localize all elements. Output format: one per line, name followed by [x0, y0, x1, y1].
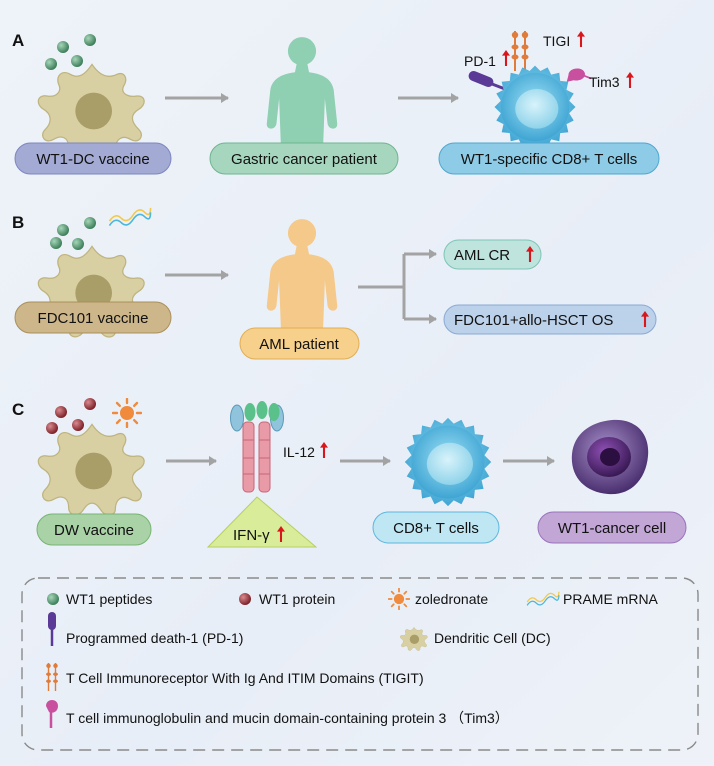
panel-c-dendritic-cell: [37, 423, 145, 516]
pd1-receptor-icon: [468, 71, 506, 91]
wt1-specific-cd8-pill: [438, 142, 660, 175]
legend-protein-icon: [239, 593, 251, 605]
panel-b-patient-figure: [266, 219, 338, 329]
legend-zoledronate-icon: [388, 588, 410, 610]
il12-up-arrow-icon: [320, 442, 328, 458]
legend-wt1-protein: WT1 protein: [259, 591, 335, 607]
legend-tigit: T Cell Immunoreceptor With Ig And ITIM D…: [66, 670, 424, 686]
panel-b-branch-arrows: [358, 249, 437, 324]
panel-b-label: B: [12, 213, 24, 232]
ifn-gamma-label: IFN-γ: [233, 527, 270, 544]
fdc101-vaccine-label: FDC101 vaccine: [38, 310, 149, 327]
gastric-cancer-patient-label: Gastric cancer patient: [231, 151, 378, 168]
legend-wt1-peptides: WT1 peptides: [66, 591, 152, 607]
legend-peptide-icon: [47, 593, 59, 605]
panel-c-proteins: [46, 398, 96, 434]
tigi-label: TIGI: [543, 33, 570, 49]
wt1-cancer-cell-pill: [537, 511, 687, 544]
tim3-up-arrow-icon: [626, 72, 634, 88]
legend-prame-mrna: PRAME mRNA: [563, 591, 659, 607]
legend-pd1-icon: [48, 612, 56, 646]
panel-c-zoledronate-icon: [112, 398, 142, 428]
panel-a-dendritic-cell: [37, 63, 145, 156]
legend-tigit-icon: [45, 663, 59, 691]
legend-zoledronate: zoledronate: [415, 591, 488, 607]
legend-dc: Dendritic Cell (DC): [434, 630, 551, 646]
tigit-receptor-icon: [510, 30, 530, 72]
pd1-up-arrow-icon: [502, 50, 510, 66]
wt1-dc-vaccine-pill: [14, 142, 172, 175]
legend-mrna-icon: [526, 591, 560, 607]
aml-cr-label: AML CR: [454, 247, 510, 264]
pd1-label: PD-1: [464, 53, 496, 69]
panel-a-label: A: [12, 31, 24, 50]
panel-a-peptides: [45, 34, 96, 70]
wt1-cancer-cell-icon: [571, 419, 649, 495]
fdc101-allo-hsct-label: FDC101+allo-HSCT OS: [454, 312, 613, 329]
dw-vaccine-label: DW vaccine: [54, 522, 134, 539]
fdc101-vaccine-pill: [14, 301, 172, 334]
legend-tim3: T cell immunoglobulin and mucin domain-c…: [66, 710, 509, 726]
tim3-receptor-icon: [565, 67, 591, 83]
panel-c-label: C: [12, 400, 24, 419]
cd8-t-cells-pill: [372, 511, 500, 544]
fdc101-allo-hsct-pill: [443, 304, 657, 335]
panel-b-peptides: [50, 217, 96, 250]
panel-c-cd8-t-cell: [404, 417, 492, 507]
tim3-label: Tim3: [589, 74, 620, 90]
legend-tim3-icon: [46, 700, 58, 728]
aml-cr-pill: [443, 239, 542, 270]
cd8-t-cells-label: CD8+ T cells: [393, 520, 479, 537]
il12-label: IL-12: [283, 444, 315, 460]
legend-dc-icon: [400, 627, 428, 651]
panel-a-t-cell: [468, 30, 591, 149]
gastric-cancer-patient-pill: [209, 142, 399, 175]
panel-a-patient-figure: [266, 37, 338, 147]
panel-c-receptor-icon: [230, 401, 284, 493]
wt1-specific-cd8-label: WT1-specific CD8+ T cells: [461, 151, 638, 168]
legend-pd1: Programmed death-1 (PD-1): [66, 630, 243, 646]
aml-patient-pill: [239, 327, 360, 360]
aml-patient-label: AML patient: [259, 336, 339, 353]
wt1-cancer-cell-label: WT1-cancer cell: [558, 520, 666, 537]
tigi-up-arrow-icon: [577, 31, 585, 47]
dw-vaccine-pill: [36, 513, 152, 546]
panel-b-prame-mrna-icon: [108, 207, 152, 227]
wt1-dc-vaccine-label: WT1-DC vaccine: [36, 151, 149, 168]
ifn-gamma-triangle: [206, 496, 318, 548]
